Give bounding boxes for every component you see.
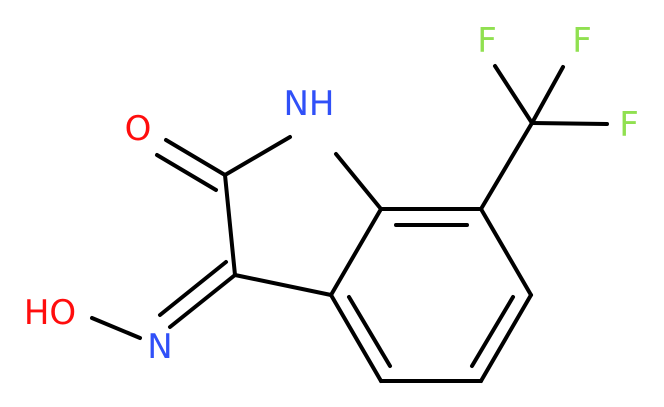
bond-c3-n xyxy=(168,273,237,329)
bond-cf3-f2 xyxy=(530,65,565,125)
bond-c7a-n1 xyxy=(334,152,383,211)
bond-n1-c2 xyxy=(223,135,292,177)
fluorine-label-2: F xyxy=(572,21,592,61)
hydroxyl-label: HO xyxy=(24,293,76,333)
bond-c2-o xyxy=(164,138,227,177)
bond-cf3-f1 xyxy=(493,64,534,125)
bond-c7-c6 xyxy=(479,207,533,297)
bond-c3-c3a xyxy=(233,273,333,297)
bond-c2-c3 xyxy=(223,173,237,277)
bond-c7a-cf3 xyxy=(479,121,534,211)
fluorine-label-1: F xyxy=(477,21,497,61)
bond-c4-c3a xyxy=(329,293,383,383)
fluorine-label-3: F xyxy=(619,105,639,145)
ring-nh-label: NH xyxy=(284,84,335,124)
bond-c4-c3a-inner xyxy=(347,295,392,368)
bond-n-o xyxy=(90,316,142,340)
bond-c3a-c7a xyxy=(329,207,383,297)
carbonyl-oxygen-label: O xyxy=(125,109,152,149)
bond-c6-c5 xyxy=(479,293,533,383)
bond-c2-o-double xyxy=(155,153,218,192)
bond-c6-c5-inner xyxy=(470,295,515,368)
oxime-nitrogen-label: N xyxy=(147,327,172,367)
bond-cf3-f3 xyxy=(530,121,609,126)
bond-c3-n-double xyxy=(158,260,228,317)
